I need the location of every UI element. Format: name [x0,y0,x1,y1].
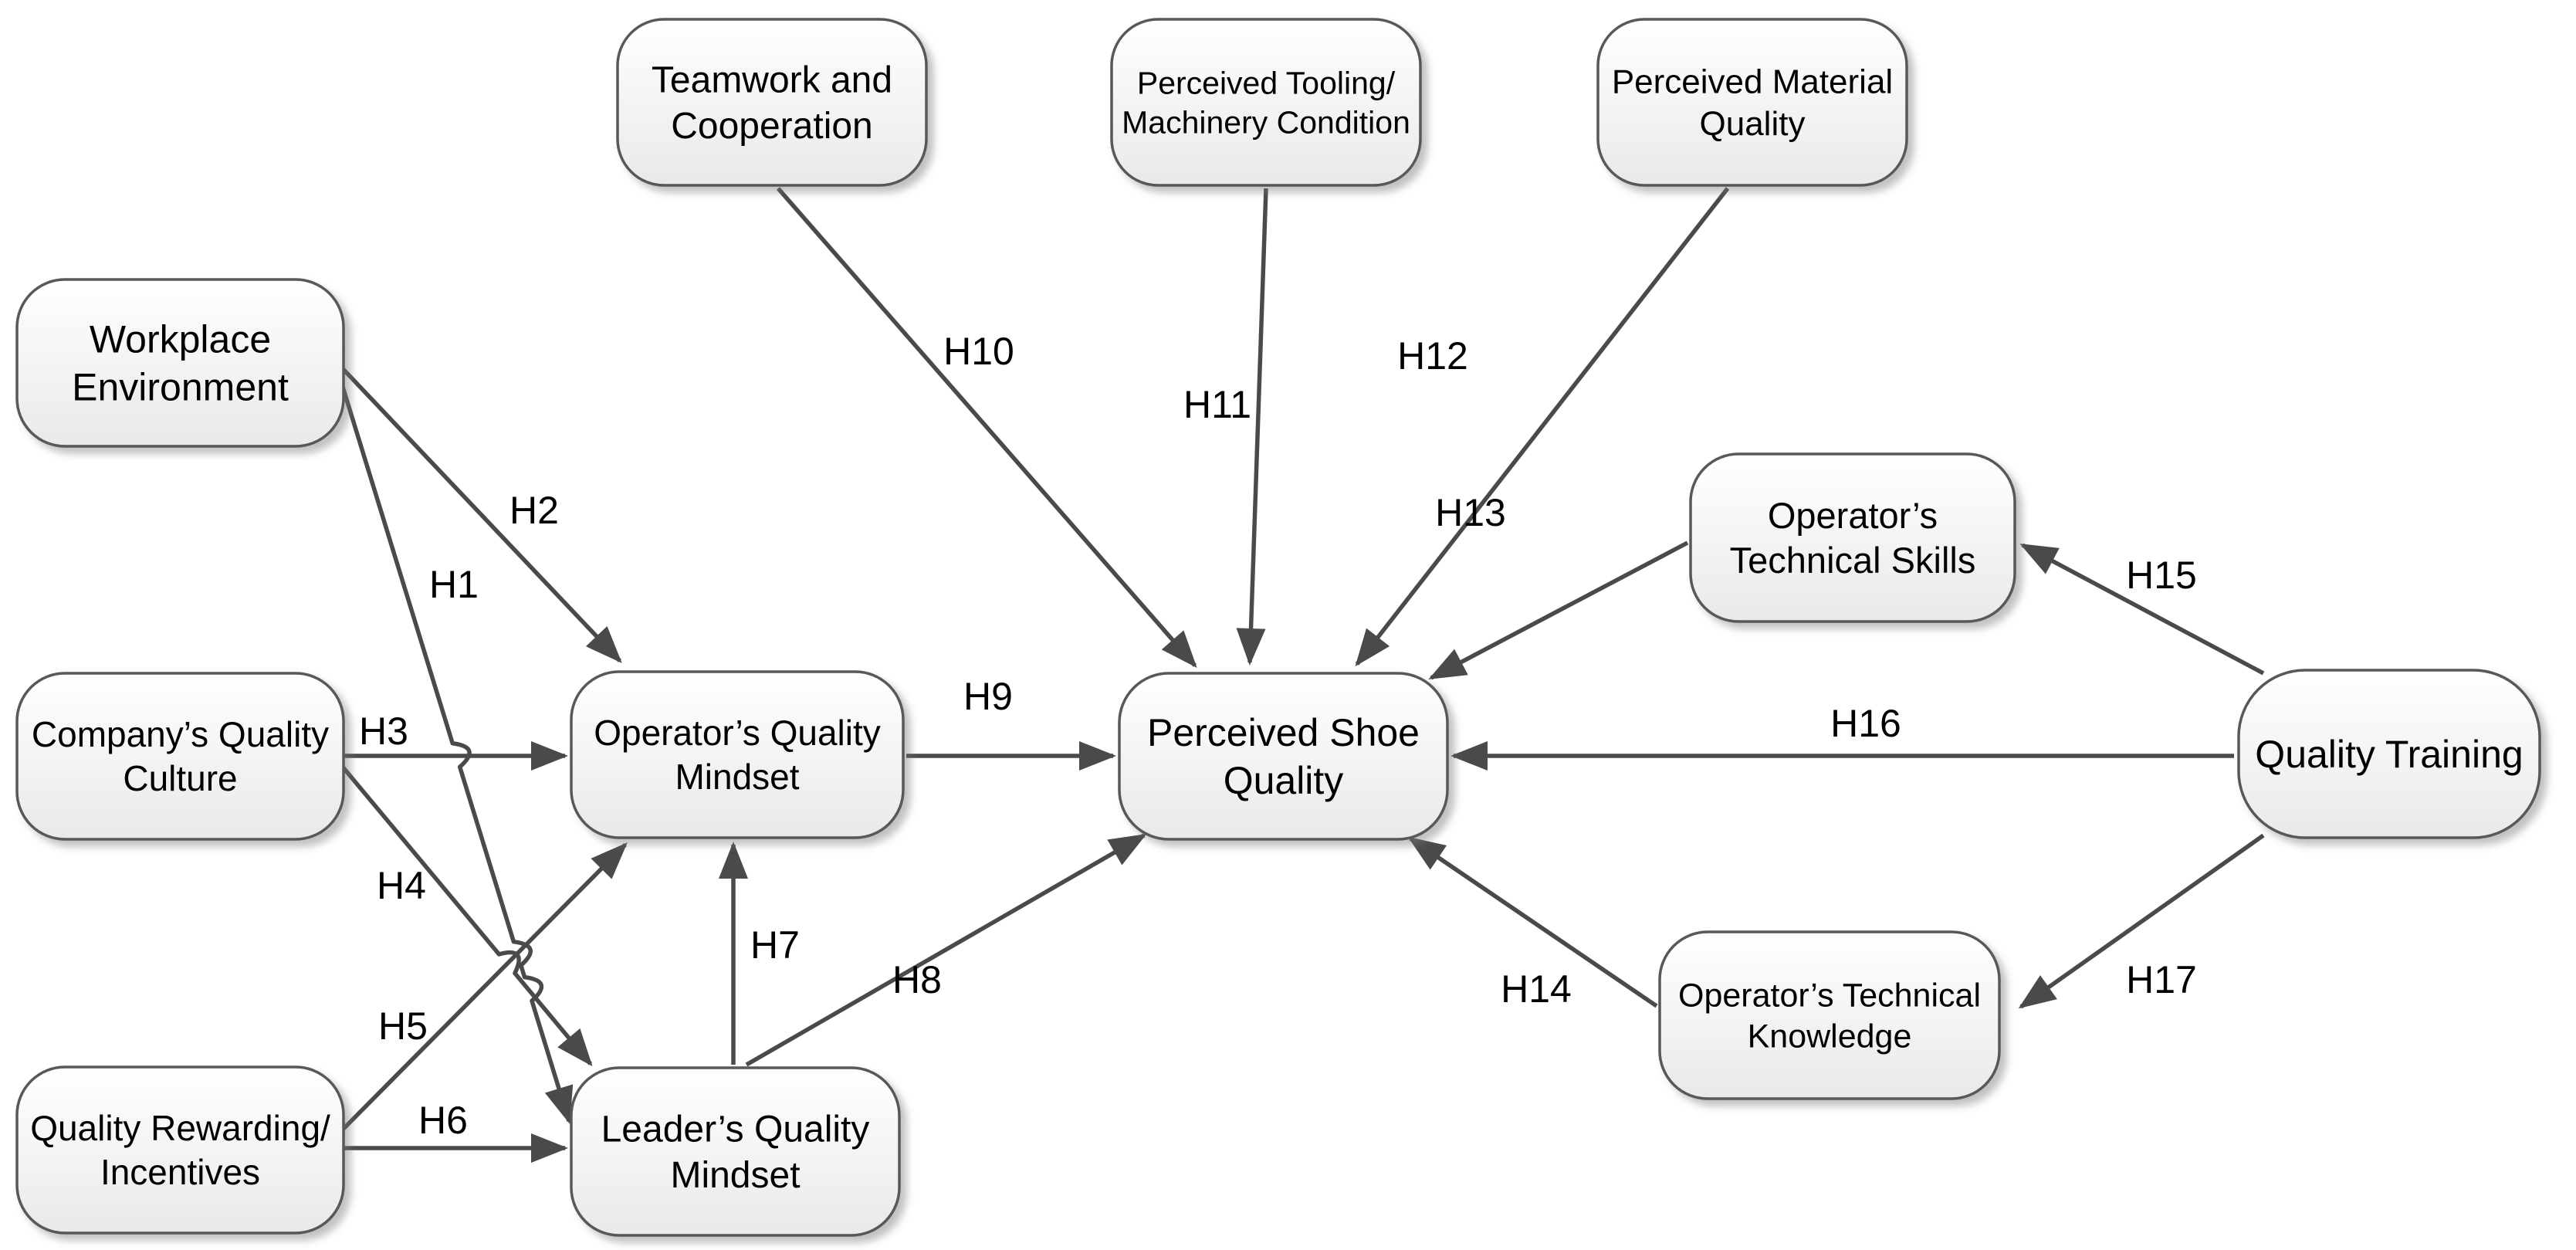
node-group-training: Quality Training [2237,669,2541,839]
edge-label-H8: H8 [892,958,942,1001]
node-label-training: Quality Training [2255,733,2523,776]
node-label-line: Perceived Shoe [1147,711,1420,754]
edge-H1-arrow [333,364,574,1124]
node-label-line: Operator’s Technical [1678,977,1981,1014]
node-psq [1118,672,1449,841]
node-leader_mindset [570,1066,901,1237]
node-label-tooling: Perceived Tooling/Machinery Condition [1122,65,1410,140]
node-label-line: Perceived Tooling/ [1137,65,1396,100]
edge-H14-arrow [1407,836,1658,1008]
edge-label-H7: H7 [750,923,800,967]
edge-H8-arrow [745,833,1147,1067]
node-label-line: Knowledge [1748,1018,1912,1055]
edge-label-H2: H2 [509,489,559,532]
edge-label-H12: H12 [1397,334,1468,378]
node-label-line: Cooperation [671,106,873,147]
node-label-line: Operator’s [1768,495,1938,536]
node-label-line: Operator’s Quality [594,713,881,753]
node-label-line: Technical Skills [1730,540,1976,581]
edges-layer [333,187,2265,1163]
node-label-line: Quality [1224,759,1344,802]
node-rewarding [15,1065,345,1235]
edge-H4-arrow [335,759,593,1067]
edge-H2-arrow [334,360,622,663]
edge-H11-arrow [1236,188,1268,666]
edge-label-H16: H16 [1830,702,1901,745]
edge-label-H10: H10 [943,330,1014,373]
edge-label-H3: H3 [359,710,408,753]
node-label-line: Leader’s Quality [601,1109,870,1150]
edge-label-H14: H14 [1501,967,1572,1011]
edge-label-H17: H17 [2126,958,2197,1001]
node-teamwork [616,18,928,187]
node-label-line: Workplace [90,318,271,361]
node-label-line: Quality Rewarding/ [30,1108,330,1148]
node-group-tooling: Perceived Tooling/Machinery Condition [1110,18,1422,187]
node-label-line: Mindset [675,757,799,797]
node-label-line: Machinery Condition [1122,104,1410,140]
node-skills [1689,452,2016,623]
node-label-line: Perceived Material [1612,63,1893,101]
edge-H5-arrow [336,842,628,1137]
node-label-line: Incentives [100,1152,260,1192]
node-workplace [15,278,345,448]
node-culture [15,672,345,841]
edge-label-H1: H1 [429,563,479,606]
edge-label-H6: H6 [418,1099,468,1142]
edge-label-H15: H15 [2126,554,2197,597]
node-label-rewarding: Quality Rewarding/Incentives [30,1108,330,1192]
edge-H10-arrow [776,187,1197,669]
edge-label-H13: H13 [1435,491,1506,534]
node-tooling [1110,18,1422,187]
node-label-line: Culture [123,758,237,798]
edge-label-H5: H5 [378,1004,428,1048]
node-label-line: Teamwork and [652,60,892,101]
edge-H13-arrow [1428,540,1689,680]
node-training [2237,669,2541,839]
node-label-line: Company’s Quality [32,714,329,754]
edge-label-H4: H4 [377,864,426,907]
node-label-line: Quality Training [2255,733,2523,776]
edge-label-H9: H9 [963,675,1013,718]
edge-H17-arrow [2018,833,2265,1009]
node-label-line: Quality [1700,105,1806,143]
edge-H12-arrow [1355,187,1730,667]
node-op_mindset [570,670,905,839]
node-label-line: Environment [72,366,289,409]
edge-label-H11: H11 [1183,383,1251,426]
node-knowledge [1658,930,2001,1100]
node-label-line: Mindset [670,1155,800,1196]
node-group-rewarding: Quality Rewarding/Incentives [15,1065,345,1235]
node-material [1596,18,1908,187]
edge-H15-arrow [2019,543,2265,676]
